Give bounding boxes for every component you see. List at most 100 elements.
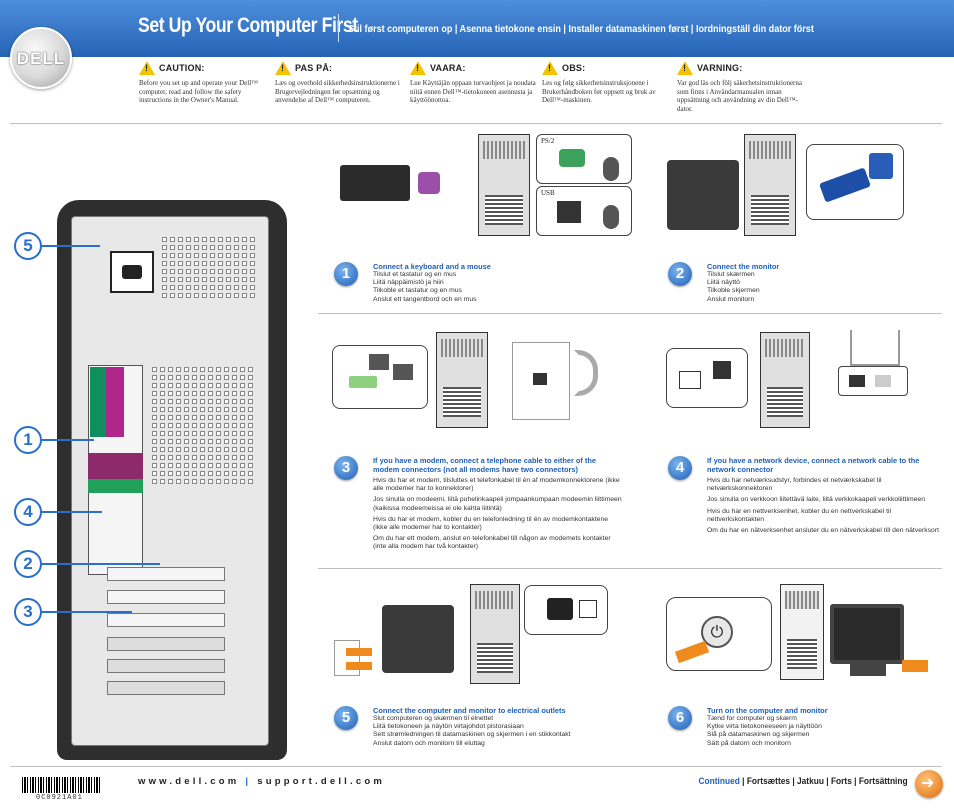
caution-body: Les og følg sikkerhetsinstruksjonene i B… (542, 79, 656, 104)
barcode-text: 0C0921A01 (36, 794, 83, 802)
caution-da: PAS PÅ: Læs og overhold sikkerhedsinstru… (275, 61, 405, 105)
warning-icon (410, 61, 426, 75)
step-line: Slut computeren og skærmen til elnettet (373, 715, 494, 722)
step-line: Liitä näyttö (707, 279, 740, 287)
usb-label: USB (541, 189, 555, 197)
modem-detail-box (332, 345, 428, 409)
step-title: If you have a modem, connect a telephone… (373, 456, 596, 474)
step-6-text: Turn on the computer and monitor Tænd fo… (707, 706, 954, 748)
step-line: Hvis du har et modem, tilsluttes et tele… (373, 477, 620, 493)
callout-leader (42, 511, 102, 513)
step-divider (318, 568, 942, 569)
usb-plug (557, 201, 581, 223)
network-jack (713, 361, 731, 379)
step-4-text: If you have a network device, connect a … (707, 456, 947, 535)
vga-connector-icon (869, 153, 893, 179)
callout-1: 1 (14, 426, 42, 454)
caution-no: OBS: Les og følg sikkerhetsinstruksjonen… (542, 61, 672, 105)
wall-outlet (334, 640, 360, 676)
header-banner: Set Up Your Computer First Stil først co… (0, 0, 954, 57)
footer-urls: www.dell.com|support.dell.com (138, 776, 385, 787)
step-line: Hvis du har en nettverksenhet, kobler du… (707, 507, 891, 523)
computer-illustration (760, 332, 810, 428)
next-arrow-icon[interactable] (915, 770, 943, 798)
empty-slot (107, 637, 225, 651)
step-number-5: 5 (334, 706, 358, 730)
step-line: Tilslut et tastatur og en mus (373, 271, 457, 278)
step-line: Tilkoble et tastatur og en mus (373, 287, 462, 295)
step-line: Tænd for computer og skærm (707, 715, 797, 722)
network-port (849, 375, 865, 387)
network-icon (850, 330, 900, 366)
step-line: Anslut monitorn (707, 295, 755, 303)
step-line: Kytke virta tietokoneeseen ja näyttöön (707, 723, 822, 731)
callout-leader (42, 563, 160, 565)
parallel-port (106, 367, 124, 437)
step-number-3: 3 (334, 456, 358, 480)
step-title: Connect a keyboard and a mouse (373, 262, 491, 271)
step-line: Om du har ett modem, anslut en telefonka… (373, 535, 611, 551)
network-detail-box (666, 348, 748, 408)
step-line: Jos sinulla on verkkoon liitettävä laite… (707, 496, 925, 504)
monitor-back-illustration (667, 160, 739, 230)
orange-arrow-icon (346, 662, 372, 670)
orange-arrow-icon (346, 648, 372, 656)
monitor-back-illustration (382, 605, 454, 673)
step-line: Tilkoble skjermen (707, 287, 760, 295)
step-5-text: Connect the computer and monitor to elec… (373, 706, 623, 748)
dell-url[interactable]: www.dell.com (138, 776, 240, 787)
computer-front-illustration (780, 584, 824, 680)
step-line: Tilslut skærmen (707, 271, 755, 278)
step-line: Slå på datamaskinen og skjermen (707, 731, 810, 739)
power-button-icon: ⏻ (701, 616, 733, 648)
mouse-icon (603, 205, 619, 229)
serial-port (90, 367, 106, 437)
callout-leader (42, 245, 100, 247)
step-number-6: 6 (668, 706, 692, 730)
step-line: Hvis du har et modem, kobler du en telef… (373, 515, 609, 532)
caution-body: Var god läs och följ säkerhetsinstruktio… (677, 79, 802, 113)
caution-body: Lue Käyttäjän oppaan turvaohjeet ja noud… (410, 79, 536, 104)
orange-arrow-icon (902, 660, 928, 672)
callout-4: 4 (14, 498, 42, 526)
step-title: If you have a network device, connect a … (707, 456, 920, 474)
warning-icon (677, 61, 693, 75)
step-number-4: 4 (668, 456, 692, 480)
network-plug (679, 371, 701, 389)
ps2-mouse-plug (559, 149, 585, 167)
callout-2: 2 (14, 550, 42, 578)
caution-label: PAS PÅ: (295, 63, 333, 73)
phone-plug (349, 376, 377, 388)
logo-text: DELL (16, 49, 66, 68)
top-vents (162, 237, 255, 298)
footer-divider (10, 766, 942, 767)
tower-back-panel (71, 216, 269, 746)
phone-handset-icon (574, 350, 598, 396)
step-line: Om du har en nätverksenhet ansluter du e… (707, 527, 939, 535)
power-socket-icon (579, 600, 597, 618)
callout-leader (42, 611, 132, 613)
page-title: Set Up Your Computer First (138, 14, 358, 37)
wall-phone-jack (512, 342, 570, 420)
callout-leader (42, 439, 94, 441)
power-detail-box (524, 585, 608, 635)
step-number-2: 2 (668, 262, 692, 286)
step-line: Sett strømledningen til datamaskinen og … (373, 731, 571, 739)
support-url[interactable]: support.dell.com (257, 776, 385, 787)
modem-card-slot (107, 613, 225, 627)
title-separator (338, 14, 339, 42)
empty-slot (107, 659, 225, 673)
modem-jack (393, 364, 413, 380)
ps2-label: PS/2 (541, 137, 555, 145)
mid-vents (152, 367, 253, 484)
vga-plug (819, 167, 871, 203)
modem-jack (369, 354, 389, 370)
step-1-text: Connect a keyboard and a mouse Tilslut e… (373, 262, 623, 304)
warning-icon (139, 61, 155, 75)
vga-detail-box (806, 144, 904, 220)
step-title: Connect the monitor (707, 262, 780, 271)
continued-label: Continued | Fortsættes | Jatkuu | Forts … (699, 776, 908, 787)
caution-label: OBS: (562, 63, 586, 73)
computer-illustration (478, 134, 530, 236)
caution-body: Læs og overhold sikkerhedsinstruktionern… (275, 79, 400, 104)
